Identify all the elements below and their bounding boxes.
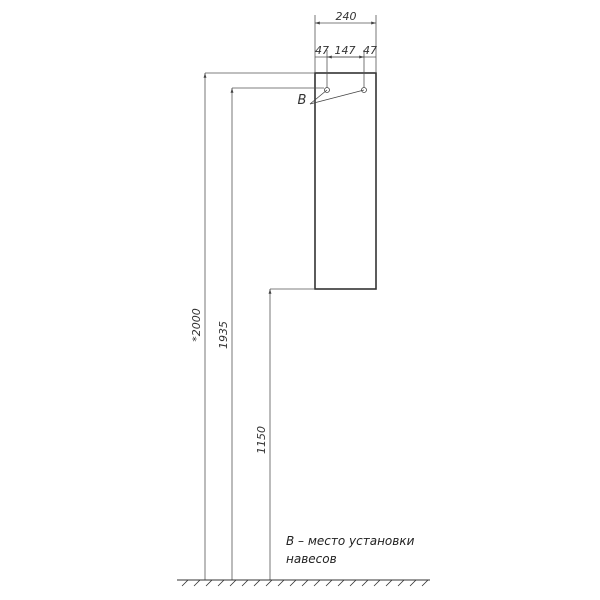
dim-1150-label: 1150 <box>255 426 268 454</box>
dim-240-label: 240 <box>336 10 357 23</box>
dim-47-right-label: 47 <box>363 44 377 57</box>
dimension-mount-spacing: 47 147 47 <box>315 44 377 90</box>
dimension-height-1935: 1935 <box>217 87 324 580</box>
dimension-width-240: 240 <box>314 10 377 73</box>
floor-line <box>177 579 430 587</box>
dimension-height-2000: *2000 <box>190 72 315 580</box>
mount-label-b: B <box>298 93 307 108</box>
dimension-height-1150: 1150 <box>255 288 315 580</box>
legend-line-1: B – место установки <box>286 534 415 548</box>
dim-2000-label: *2000 <box>190 308 203 342</box>
legend-line-2: навесов <box>286 552 337 566</box>
dim-147-label: 147 <box>335 44 356 57</box>
cabinet-outline <box>314 72 377 290</box>
dim-1935-label: 1935 <box>217 321 230 349</box>
dim-47-left-label: 47 <box>315 44 329 57</box>
